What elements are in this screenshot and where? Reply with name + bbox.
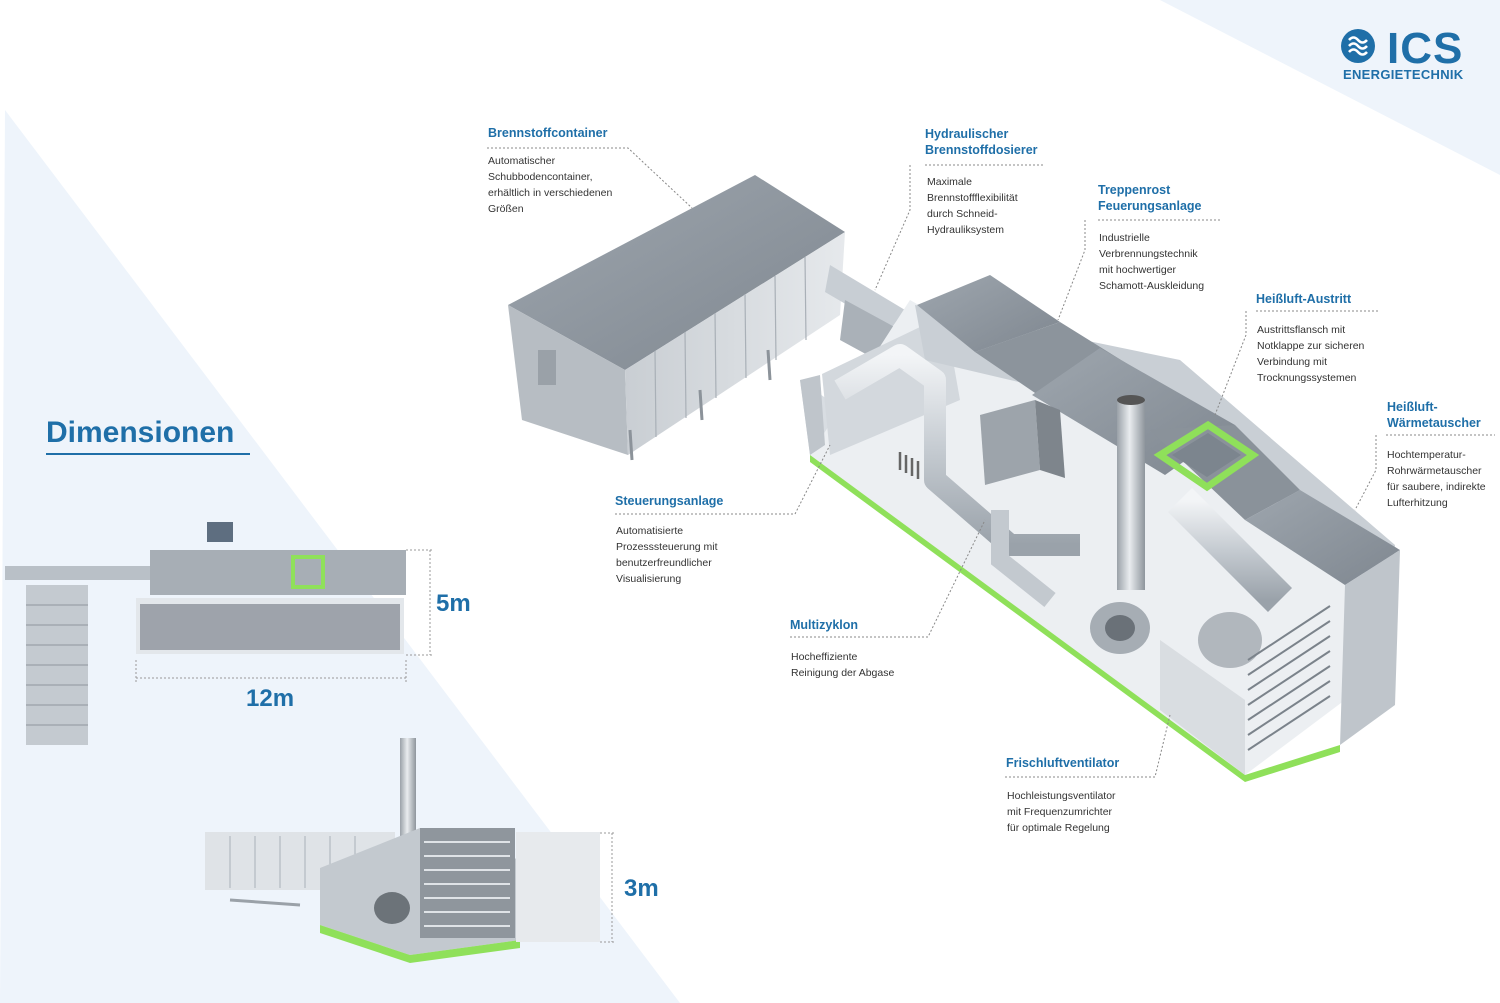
height-dimension-label: 5m [436, 590, 471, 617]
callout-multizyklon-title: Multizyklon [790, 618, 859, 632]
hot-air-outlet-highlight [1153, 420, 1260, 492]
length-dimension-label: 12m [246, 685, 295, 712]
callout-steuerungsanlage-title: Steuerungsanlage [615, 494, 724, 508]
main-building [800, 275, 1400, 782]
dimensions-underline [46, 453, 250, 455]
side-elevation-drawing [5, 522, 432, 745]
callout-waermetauscher-title: Heißluft-Wärmetauscher [1387, 400, 1481, 430]
end-elevation-drawing [205, 738, 615, 963]
top-right-panel [1160, 0, 1500, 175]
logo-subtitle: ENERGIETECHNIK [1343, 67, 1464, 82]
fuel-container [508, 175, 845, 461]
callout-brennstoffcontainer-title: Brennstoffcontainer [488, 126, 608, 140]
callout-frischluftventilator-title: Frischluftventilator [1006, 756, 1120, 770]
callout-heissluft-austritt-title: Heißluft-Austritt [1256, 292, 1352, 306]
depth-dimension-label: 3m [624, 875, 659, 902]
callout-waermetauscher-desc: Hochtemperatur-Rohrwärmetauscher für sau… [1387, 449, 1486, 509]
dimensions-title: Dimensionen [46, 416, 235, 449]
logo-wordmark: ICS [1387, 24, 1464, 73]
leader-lines [487, 147, 1495, 778]
logo-swirl-icon [1341, 29, 1375, 63]
